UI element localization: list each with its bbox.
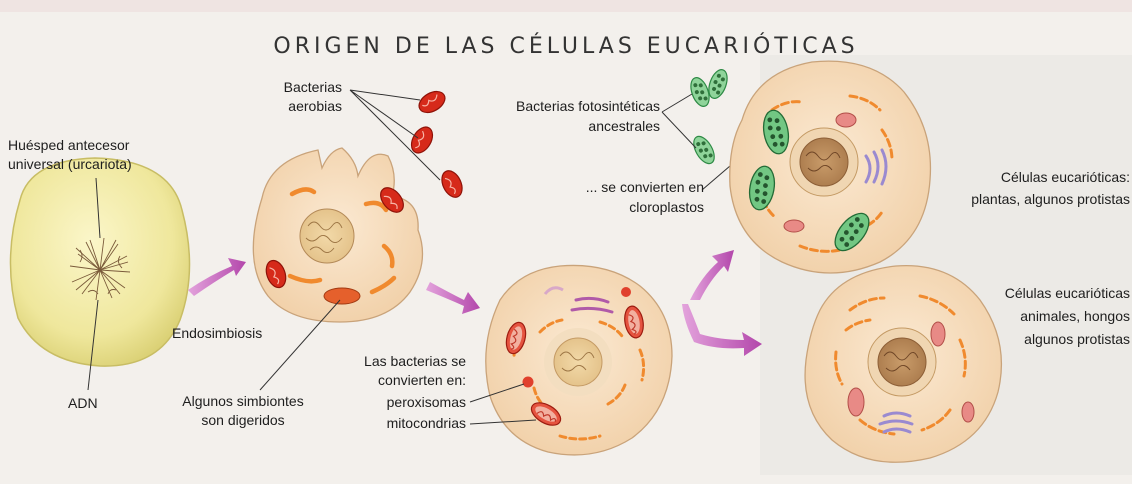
peroxisomes-label: peroxisomas: [330, 393, 466, 412]
plants-label-line1: Células eucarióticas:: [930, 168, 1130, 187]
become-label-line1: Las bacterias se: [330, 352, 466, 371]
aerobic-bacterium: [438, 168, 466, 201]
arrow-to-plant-cell: [690, 250, 734, 300]
endosymbiosis-label: Endosimbiosis: [172, 324, 262, 343]
chloroplast-label-line1: ... se convierten en: [540, 178, 704, 197]
peroxisome: [621, 287, 631, 297]
digested-label-line1: Algunos simbiontes: [158, 392, 328, 411]
arrow-to-animal-cell: [682, 304, 762, 356]
photosynthetic-bacterium: [690, 133, 719, 167]
arrow-host-to-endosymbiosis: [188, 258, 246, 296]
top-strip: [0, 0, 1132, 12]
peroxisome: [523, 377, 534, 388]
aerobic-label-line2: aerobias: [246, 97, 342, 116]
aerobic-label-line1: Bacterias: [246, 78, 342, 97]
photosynthetic-leader-lines: [662, 94, 696, 148]
host-cell: [10, 158, 189, 366]
digested-label-line2: son digeridos: [158, 411, 328, 430]
arrow-endosymbiosis-to-organelles: [426, 282, 480, 314]
photosynthetic-label-line1: Bacterias fotosintéticas: [470, 97, 660, 116]
animals-label-line1: Células eucarióticas: [940, 284, 1130, 303]
chloroplast-label-line2: cloroplastos: [540, 198, 704, 217]
become-label-line2: convierten en:: [330, 371, 466, 390]
animals-label-line3: algunos protistas: [940, 330, 1130, 349]
plants-label-line2: plantas, algunos protistas: [930, 190, 1130, 209]
diagram-title: ORIGEN DE LAS CÉLULAS EUCARIÓTICAS: [0, 34, 1132, 59]
organelle-cell: [486, 265, 672, 455]
host-label-line1: Huésped antecesor: [8, 136, 129, 155]
host-label-line2: universal (urcariota): [8, 155, 132, 174]
mitochondria-label: mitocondrias: [330, 414, 466, 433]
photosynthetic-label-line2: ancestrales: [470, 117, 660, 136]
animals-label-line2: animales, hongos: [940, 307, 1130, 326]
dna-label: ADN: [68, 394, 98, 413]
aerobic-bacterium: [415, 87, 448, 117]
digested-symbiont: [324, 288, 360, 304]
